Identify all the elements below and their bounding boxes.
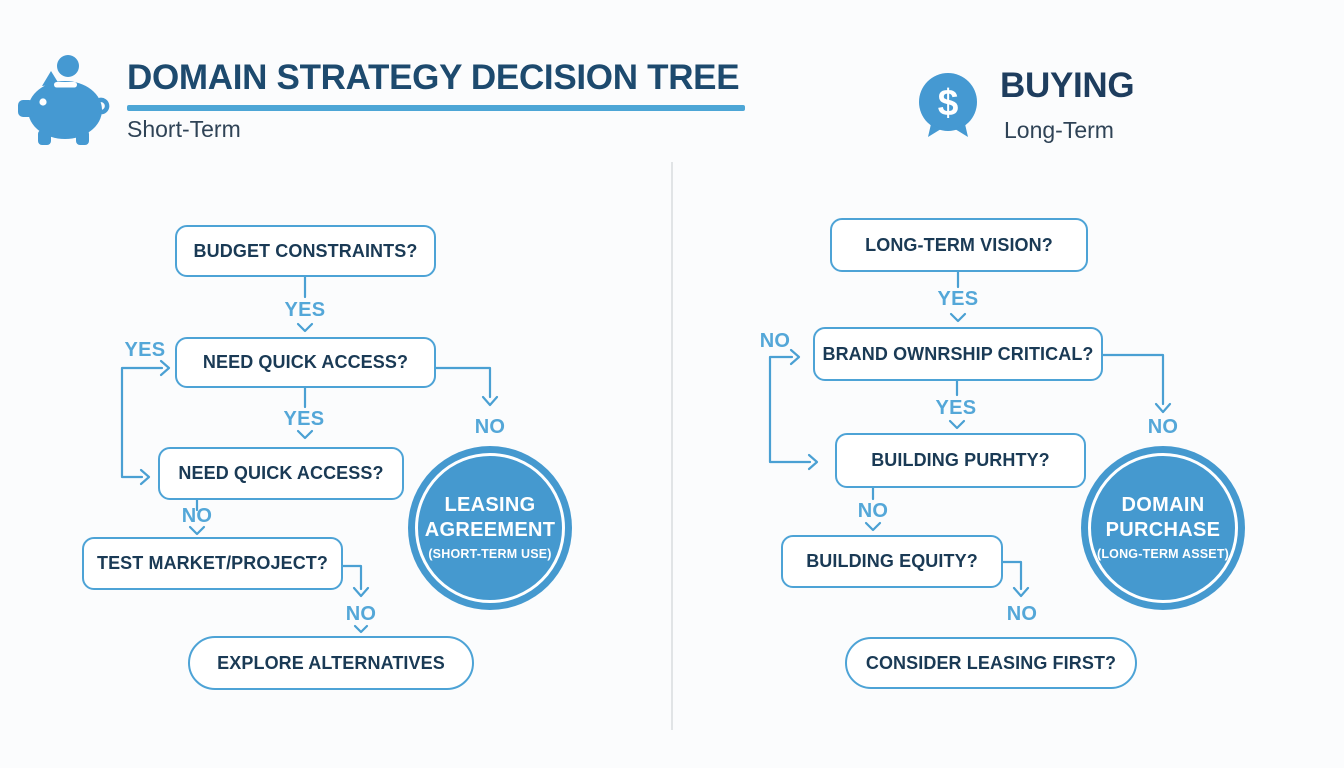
flow-box-explore-alternatives: EXPLORE ALTERNATIVES [188, 636, 474, 690]
connector-left-loop [120, 366, 164, 479]
terminal-line: PURCHASE [1105, 519, 1221, 541]
arrowhead-r3-r4 [864, 521, 882, 532]
terminal-subline: (SHORT-TERM USE) [428, 547, 552, 561]
arrowhead-r1-r2 [949, 312, 967, 323]
flow-box-brand-ownership-critical: BRAND OWNRSHIP CRITICAL? [813, 327, 1103, 381]
flow-box-long-term-vision: LONG-TERM VISION? [830, 218, 1088, 272]
label-yes-l1-l2: YES [284, 299, 326, 321]
terminal-line: LEASING [444, 494, 536, 516]
flow-box-building-equity: BUILDING EQUITY? [781, 535, 1003, 588]
arrowhead-l4-l5-second [353, 624, 369, 634]
arrowhead-l4-l5 [352, 586, 370, 598]
label-no-l4-l5: NO [345, 603, 377, 625]
terminal-line: DOMAIN [1121, 494, 1205, 516]
label-yes-left-loop: YES [124, 339, 166, 361]
arrowhead-r4-r5 [1012, 586, 1030, 598]
page-title: DOMAIN STRATEGY DECISION TREE [127, 58, 740, 97]
connector-r2-terminal [1101, 353, 1165, 406]
arrowhead-r2-terminal [1154, 402, 1172, 414]
terminal-leasing-agreement: LEASING AGREEMENT (SHORT-TERM USE) [408, 446, 572, 610]
label-yes-l2-l3: YES [283, 408, 325, 430]
connector-right-loop [768, 355, 812, 464]
arrowhead-loop-into-l3 [139, 468, 151, 486]
flow-box-need-quick-access-2: NEED QUICK ACCESS? [158, 447, 404, 500]
right-subtitle: Long-Term [1004, 117, 1114, 143]
terminal-ring [415, 453, 565, 603]
connector-l4-l5 [341, 564, 363, 591]
label-no-l3-l4: NO [181, 505, 213, 527]
terminal-domain-purchase: DOMAIN PURCHASE (LONG-TERM ASSET) [1081, 446, 1245, 610]
flow-box-budget-constraints: BUDGET CONSTRAINTS? [175, 225, 436, 277]
arrowhead-l2-l3 [296, 429, 314, 440]
flow-box-building-purhty: BUILDING PURHTY? [835, 433, 1086, 488]
dollar-glyph: $ [938, 82, 959, 123]
label-no-right-loop: NO [759, 330, 791, 352]
column-divider [671, 162, 673, 730]
arrowhead-loop-into-r2 [789, 348, 801, 366]
connector-r4-r5 [1001, 560, 1023, 591]
label-yes-r2-r3: YES [935, 397, 977, 419]
right-title: BUYING [1000, 66, 1135, 105]
terminal-ring [1088, 453, 1238, 603]
arrowhead-r2-r3 [948, 419, 966, 430]
title-underline [127, 105, 745, 111]
flow-box-test-market-project: TEST MARKET/PROJECT? [82, 537, 343, 590]
flow-box-need-quick-access-1: NEED QUICK ACCESS? [175, 337, 436, 388]
arrowhead-loop-into-r3 [807, 453, 819, 471]
label-no-right-terminal: NO [1147, 416, 1179, 438]
label-no-left-terminal: NO [474, 416, 506, 438]
arrowhead-l1-l2 [296, 322, 314, 333]
terminal-subline: (LONG-TERM ASSET) [1096, 547, 1230, 561]
arrowhead-l3-l4 [188, 525, 206, 536]
flow-box-consider-leasing-first: CONSIDER LEASING FIRST? [845, 637, 1137, 689]
label-yes-r1-r2: YES [937, 288, 979, 310]
connector-l2-terminal [434, 366, 492, 399]
terminal-line: AGREEMENT [424, 519, 556, 541]
piggy-bank-icon [16, 50, 110, 148]
label-no-r3-r4: NO [857, 500, 889, 522]
left-subtitle: Short-Term [127, 116, 241, 142]
arrowhead-loop-into-l2 [159, 359, 171, 377]
label-no-r4-r5: NO [1006, 603, 1038, 625]
dollar-chat-icon: $ [917, 72, 981, 140]
arrowhead-l2-terminal [481, 395, 499, 407]
